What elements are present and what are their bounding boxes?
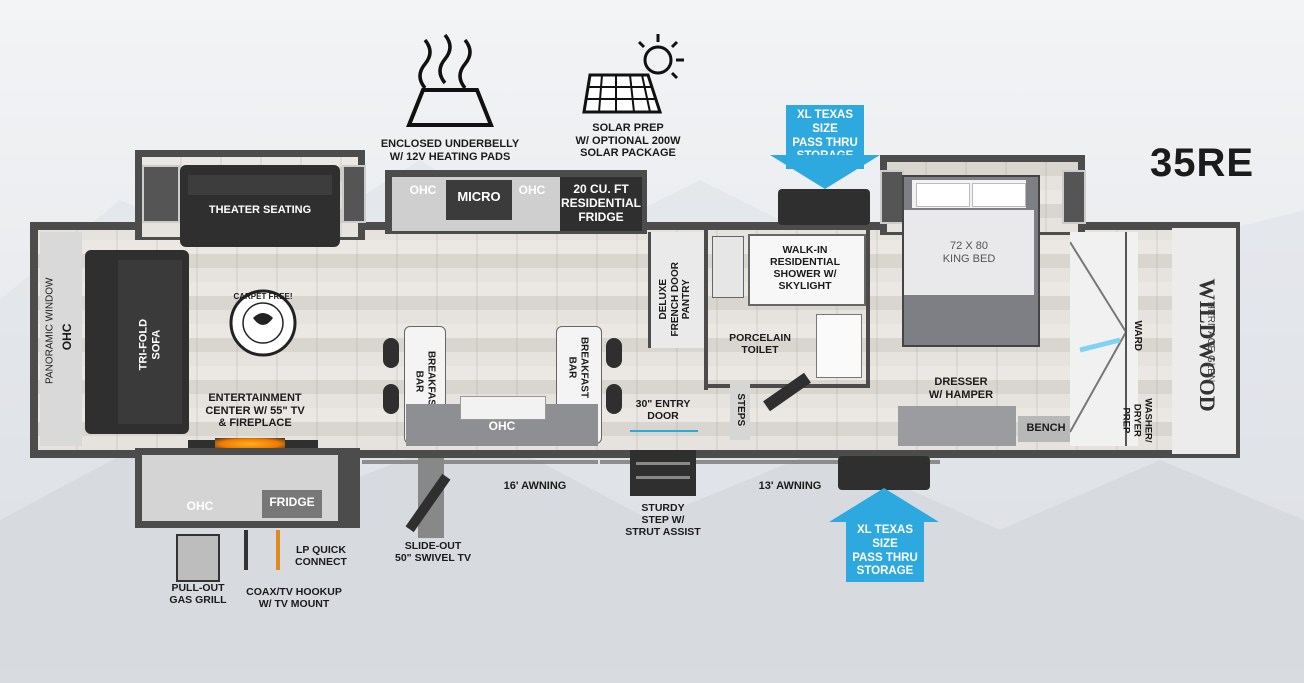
top-pass-thru-storage [778, 189, 870, 225]
coax-label: COAX/TV HOOKUP W/ TV MOUNT [246, 586, 342, 611]
residential-fridge [560, 177, 642, 231]
washer-dryer-label: WASHER/ DRYER PREP [1120, 398, 1154, 443]
underbelly-label: ENCLOSED UNDERBELLY W/ 12V HEATING PADS [380, 138, 520, 163]
micro-label: MICRO [457, 189, 501, 204]
solar-icon [582, 34, 684, 114]
dresser-label: DRESSER W/ HAMPER [928, 376, 994, 401]
ohc-kitchen-label-1: OHC [409, 183, 437, 197]
microwave [446, 180, 512, 220]
up-arrow-icon [829, 488, 939, 522]
entry-door-label: 30" ENTRY DOOR [635, 398, 691, 423]
bottom-storage-callout: XL TEXAS SIZE PASS THRU STORAGE [846, 520, 924, 582]
king-bed-label: 72 X 80 KING BED [942, 240, 996, 265]
bench-label: BENCH [1026, 422, 1066, 434]
pantry-label: DELUXE FRENCH DOOR PANTRY [657, 262, 692, 337]
fireplace [215, 438, 285, 450]
down-arrow-icon [770, 155, 880, 189]
steps [730, 384, 750, 440]
steps-label: STEPS [734, 393, 746, 427]
gas-grill-label: PULL-OUT GAS GRILL [169, 582, 227, 607]
wardrobe-label: WARD [1131, 320, 1143, 352]
brand-cap [1172, 228, 1236, 454]
coax-hookup [244, 530, 248, 570]
gas-grill [176, 534, 220, 582]
ohc-kitchen-label-2: OHC [518, 183, 546, 197]
walk-in-shower [748, 234, 866, 306]
awning-13 [600, 460, 940, 464]
bath-vanity [712, 236, 744, 298]
brand-sub: HERITAGE GLEN [1205, 301, 1216, 383]
outdoor-ohc-label: OHC [186, 499, 214, 513]
awning-16-label: 16' AWNING [503, 480, 567, 492]
porcelain-toilet [816, 314, 862, 378]
panoramic-window-label: PANORAMIC WINDOW [44, 277, 56, 384]
outdoor-fridge-label: FRIDGE [269, 495, 315, 509]
lp-connect [276, 530, 280, 570]
pantry [648, 232, 707, 348]
solar-label: SOLAR PREP W/ OPTIONAL 200W SOLAR PACKAG… [575, 122, 681, 160]
entry-door[interactable] [630, 430, 698, 432]
model-name: 35RE [1150, 141, 1255, 185]
shower-label: WALK-IN RESIDENTIAL SHOWER W/ SKYLIGHT [769, 244, 840, 293]
toilet-label: PORCELAIN TOILET [729, 332, 791, 357]
carpet-free-badge [229, 289, 297, 357]
island-sink [460, 396, 546, 420]
entertainment-label: ENTERTAINMENT CENTER W/ 55" TV & FIREPLA… [205, 392, 305, 430]
lp-label: LP QUICK CONNECT [295, 544, 347, 569]
carpet-free-label: CARPET FREE! [233, 292, 293, 301]
swivel-tv-label: SLIDE-OUT 50" SWIVEL TV [395, 540, 471, 565]
front-cap [40, 232, 82, 446]
sturdy-step-label: STURDY STEP W/ STRUT ASSIST [625, 502, 701, 539]
dresser [898, 406, 1016, 446]
bench [1018, 416, 1074, 442]
theater-seating-label: THEATER SEATING [208, 204, 312, 216]
fridge-label: 20 CU. FT RESIDENTIAL FRIDGE [560, 182, 641, 224]
sturdy-step [630, 450, 696, 496]
awning-16 [362, 460, 598, 464]
ohc-island-label: OHC [488, 419, 516, 433]
breakfast-bar-right-label: BREAKFAST BAR [567, 336, 590, 399]
ohc-front-label: OHC [60, 323, 75, 351]
bottom-pass-thru-storage [838, 456, 930, 490]
heating-icon [406, 33, 494, 127]
sofa-label: TRI-FOLD SOFA [137, 318, 162, 371]
awning-13-label: 13' AWNING [758, 480, 822, 492]
